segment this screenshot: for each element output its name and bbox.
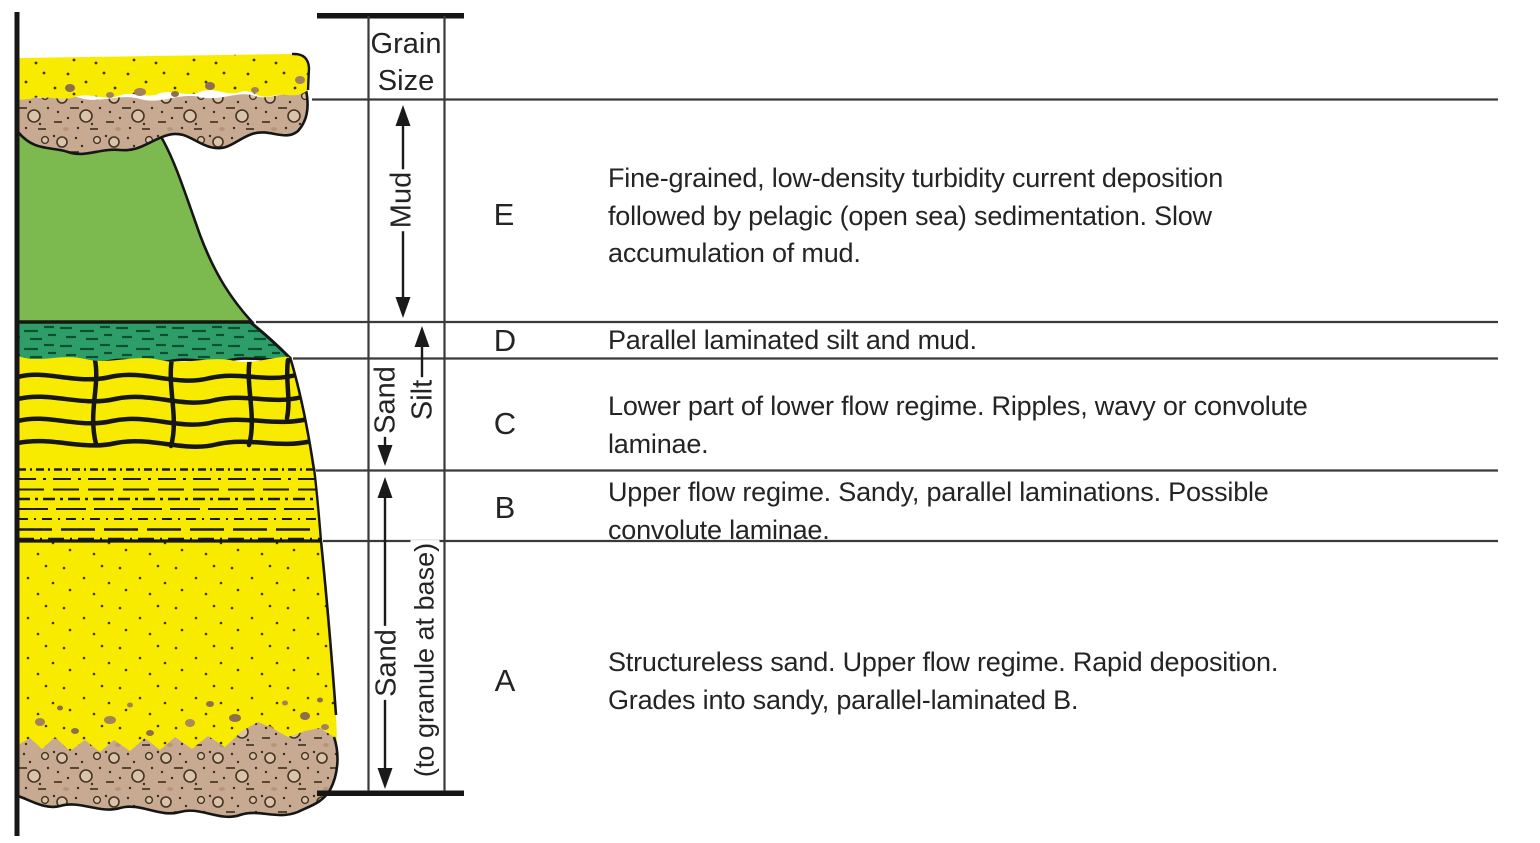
division-a-description: Structureless sand. Upper flow regime. R… [608, 647, 1279, 715]
division-c-description: Lower part of lower flow regime. Ripples… [608, 391, 1308, 459]
grain-size-header: Grain Size [370, 28, 442, 97]
unit-b-right-edge [312, 467, 323, 542]
mud-arrowhead-up [395, 105, 411, 126]
division-e-description: Fine-grained, low-density turbidity curr… [608, 163, 1224, 268]
overlying-sand-cap-shape [18, 53, 309, 100]
unit-d-right-edge [249, 320, 292, 360]
unit-a-basal-pebbles [35, 697, 329, 736]
overlying-conglomerate-shape [18, 90, 308, 154]
sand-a-arrowhead-up [377, 477, 393, 498]
mud-arrowhead-down [395, 297, 411, 318]
division-d-description: Parallel laminated silt and mud. [608, 325, 977, 355]
unit-a-shape [18, 541, 337, 760]
lithology-column [14, 12, 339, 836]
grid-bottom-thick-line [317, 790, 464, 796]
silt-axis-label: Silt [407, 376, 439, 424]
basal-conglomerate-shape [18, 722, 338, 817]
sand-a-arrowhead-down [377, 768, 393, 789]
unit-d-silt-mud-shape [18, 322, 290, 363]
unit-e-mud-shape [16, 121, 255, 324]
cap-right-edge-line [291, 52, 311, 91]
sand-c-arrowhead-down [377, 445, 393, 466]
division-letter-b: B [494, 490, 516, 525]
division-letter-a: A [494, 663, 516, 698]
sand-lower-axis-note: (to granule at base) [410, 539, 440, 781]
division-b-description: Upper flow regime. Sandy, parallel lamin… [608, 477, 1269, 545]
sand-lower-axis-label: Sand [371, 626, 403, 700]
grid-top-thick-line [317, 13, 464, 19]
division-letter-c: C [493, 406, 517, 441]
silt-arrowhead-up [414, 326, 430, 347]
division-letter-d: D [493, 323, 517, 358]
mud-axis-label: Mud [386, 168, 418, 232]
division-letter-e: E [493, 197, 515, 232]
scour-base-line [17, 89, 309, 156]
sand-upper-axis-label: Sand [370, 363, 402, 437]
cap-sand-pebbles [65, 76, 305, 98]
unit-c-right-edge [288, 356, 316, 471]
unit-c-convolute-laminae [18, 356, 314, 449]
unit-b-parallel-laminae [18, 468, 321, 541]
unit-a-right-edge [319, 540, 338, 716]
unit-b-shape [18, 468, 321, 541]
unit-c-shape [18, 356, 314, 470]
grain-size-table-grid [256, 13, 1498, 796]
